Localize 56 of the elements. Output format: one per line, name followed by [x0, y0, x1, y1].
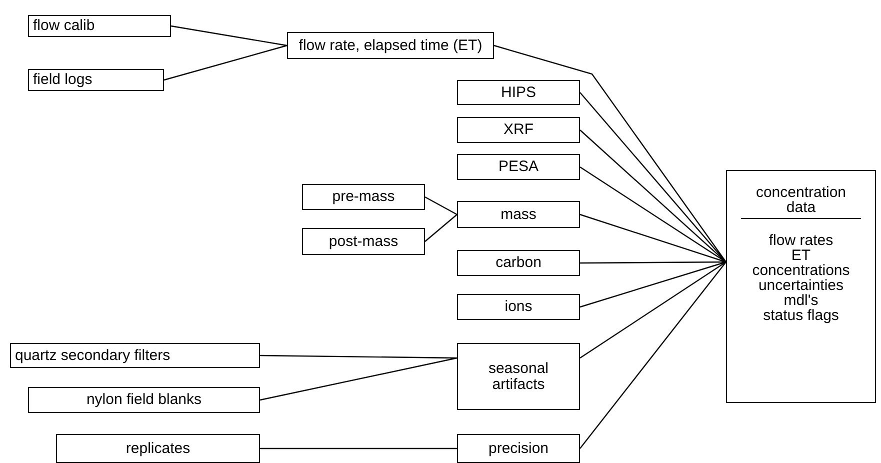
connector-line	[580, 261, 726, 264]
box-label: post-mass	[328, 234, 398, 250]
connector-line	[580, 261, 726, 308]
box-label: flow calib	[33, 18, 95, 34]
connector-line	[260, 357, 458, 401]
box-label: pre-mass	[332, 189, 395, 205]
box-label: ions	[504, 299, 532, 315]
box-label: quartz secondary filters	[15, 348, 170, 364]
box-label: HIPS	[500, 84, 536, 100]
process-box	[457, 201, 580, 228]
connector-line	[494, 44, 726, 262]
connector-line	[580, 262, 726, 358]
connector-line	[580, 214, 726, 263]
box-label: seasonal artifacts	[487, 360, 550, 392]
list-item: mdl's	[784, 293, 818, 308]
box-label: flow rate, elapsed time (ET)	[298, 38, 482, 54]
output-box	[726, 170, 876, 403]
process-box	[287, 32, 494, 59]
connector-line	[580, 166, 726, 262]
box-label: XRF	[504, 122, 534, 138]
list-item: uncertainties	[758, 278, 844, 293]
box-label: mass	[500, 206, 536, 222]
box-label: precision	[488, 440, 549, 456]
connector-line	[424, 214, 458, 242]
process-box	[457, 250, 580, 276]
process-box	[457, 434, 580, 463]
box-label: carbon	[496, 255, 542, 271]
process-box	[10, 343, 260, 368]
list-item: concentrations	[752, 263, 850, 278]
process-box	[302, 228, 425, 255]
connector-line	[580, 262, 726, 449]
connector-line	[424, 196, 458, 216]
connector-line	[260, 354, 457, 359]
process-box	[457, 343, 580, 410]
box-label: nylon field blanks	[86, 392, 202, 408]
process-box	[457, 154, 580, 180]
process-box	[28, 15, 171, 37]
connector-line	[164, 44, 288, 81]
list-item: status flags	[763, 308, 839, 323]
connector-line	[170, 25, 288, 46]
process-box	[457, 117, 580, 143]
box-label: replicates	[126, 440, 190, 456]
connector-line	[580, 92, 726, 262]
box-label: PESA	[498, 159, 539, 175]
list-item: ET	[791, 248, 811, 263]
connector-line	[260, 448, 457, 450]
process-box	[28, 387, 260, 413]
process-box	[302, 184, 425, 210]
box-heading: concentration data	[741, 185, 861, 219]
process-box	[457, 80, 580, 105]
connector-line	[580, 130, 726, 262]
process-box	[457, 294, 580, 320]
box-label: field logs	[33, 72, 92, 88]
list-item: flow rates	[768, 233, 834, 248]
process-box	[28, 69, 164, 91]
process-box	[56, 434, 260, 463]
